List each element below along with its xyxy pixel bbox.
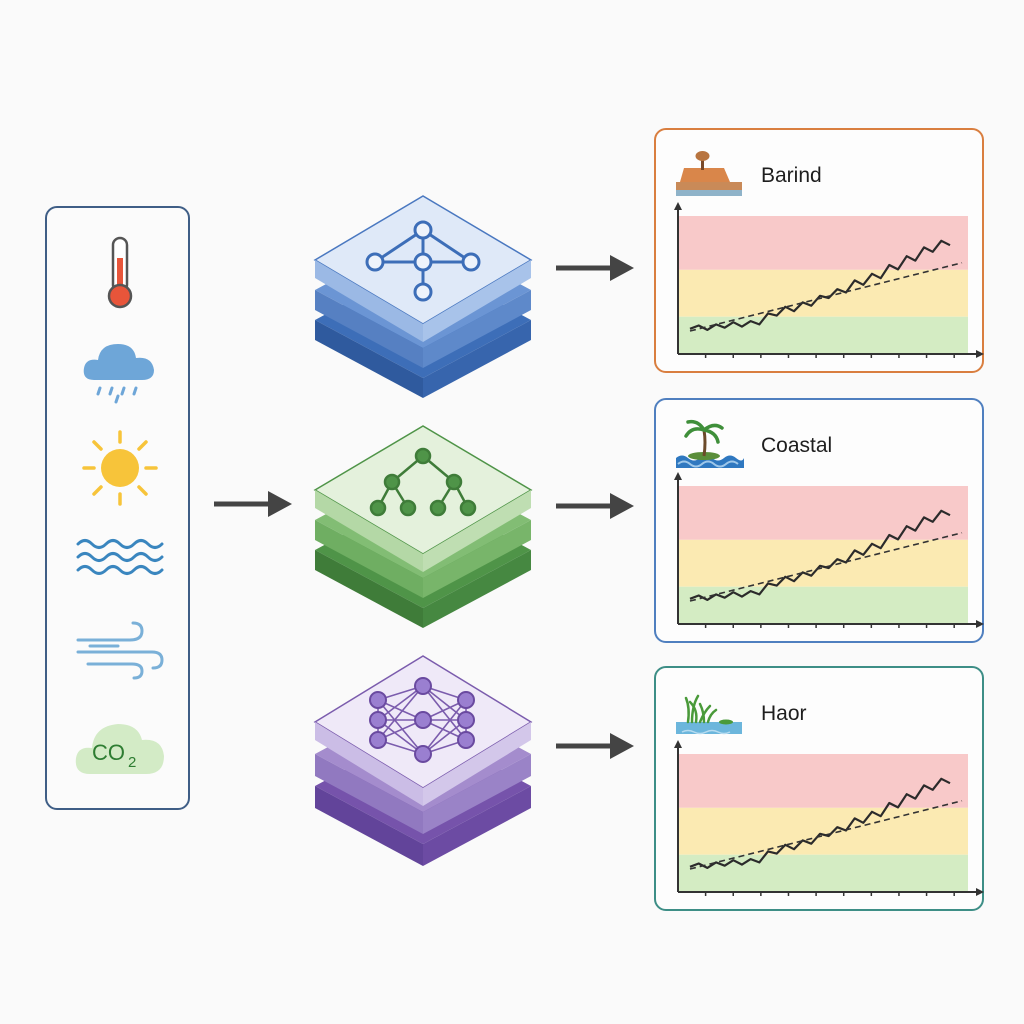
wind-icon xyxy=(47,618,192,682)
x-axis-arrowhead xyxy=(976,620,984,628)
model-stack-graph-network xyxy=(313,195,533,398)
medium-risk-band xyxy=(678,269,968,317)
inputs-to-models-arrow xyxy=(214,491,292,517)
projected-trend-line xyxy=(689,800,963,870)
model-to-barind-arrow xyxy=(556,255,634,281)
observed-trend-line xyxy=(689,777,951,869)
decision-tree-icon xyxy=(369,447,477,517)
risk-trend-chart xyxy=(674,202,984,358)
model-stack-neural-network xyxy=(313,655,533,866)
y-axis-arrowhead xyxy=(674,202,682,210)
x-axis-arrowhead xyxy=(976,350,984,358)
region-panel-haor: Haor xyxy=(654,666,984,911)
high-risk-band xyxy=(678,754,968,808)
co2-label: CO xyxy=(92,740,125,765)
model-stack-decision-tree xyxy=(313,425,533,628)
high-risk-band xyxy=(678,216,968,270)
region-panel-coastal: Coastal xyxy=(654,398,984,643)
projected-trend-line xyxy=(689,532,963,602)
climate-inputs-panel: CO 2 xyxy=(45,206,190,810)
coastal-palm-icon xyxy=(676,419,744,468)
region-title: Coastal xyxy=(761,434,833,457)
low-risk-band xyxy=(678,854,968,892)
observed-trend-line xyxy=(689,239,951,331)
high-risk-band xyxy=(678,486,968,540)
rain-cloud-icon xyxy=(47,336,192,406)
water-waves-icon xyxy=(47,534,192,580)
sun-icon xyxy=(47,428,192,508)
low-risk-band xyxy=(678,316,968,354)
region-title: Barind xyxy=(761,164,822,187)
y-axis-arrowhead xyxy=(674,472,682,480)
medium-risk-band xyxy=(678,807,968,855)
thermometer-icon xyxy=(47,234,192,314)
layer-top xyxy=(313,425,533,572)
barind-landscape-icon xyxy=(676,151,742,196)
region-title: Haor xyxy=(761,702,807,725)
risk-trend-chart xyxy=(674,472,984,628)
region-panel-barind: Barind xyxy=(654,128,984,373)
y-axis-arrowhead xyxy=(674,740,682,748)
co2-subscript: 2 xyxy=(128,754,136,771)
low-risk-band xyxy=(678,586,968,624)
model-to-haor-arrow xyxy=(556,733,634,759)
haor-wetland-icon xyxy=(676,694,742,735)
risk-trend-chart xyxy=(674,740,984,896)
neural-network-icon xyxy=(369,677,475,763)
model-to-coastal-arrow xyxy=(556,493,634,519)
projected-trend-line xyxy=(689,262,963,332)
co2-cloud-icon: CO 2 xyxy=(47,712,192,782)
observed-trend-line xyxy=(689,509,951,601)
medium-risk-band xyxy=(678,539,968,587)
graph-network-icon xyxy=(365,220,481,302)
x-axis-arrowhead xyxy=(976,888,984,896)
